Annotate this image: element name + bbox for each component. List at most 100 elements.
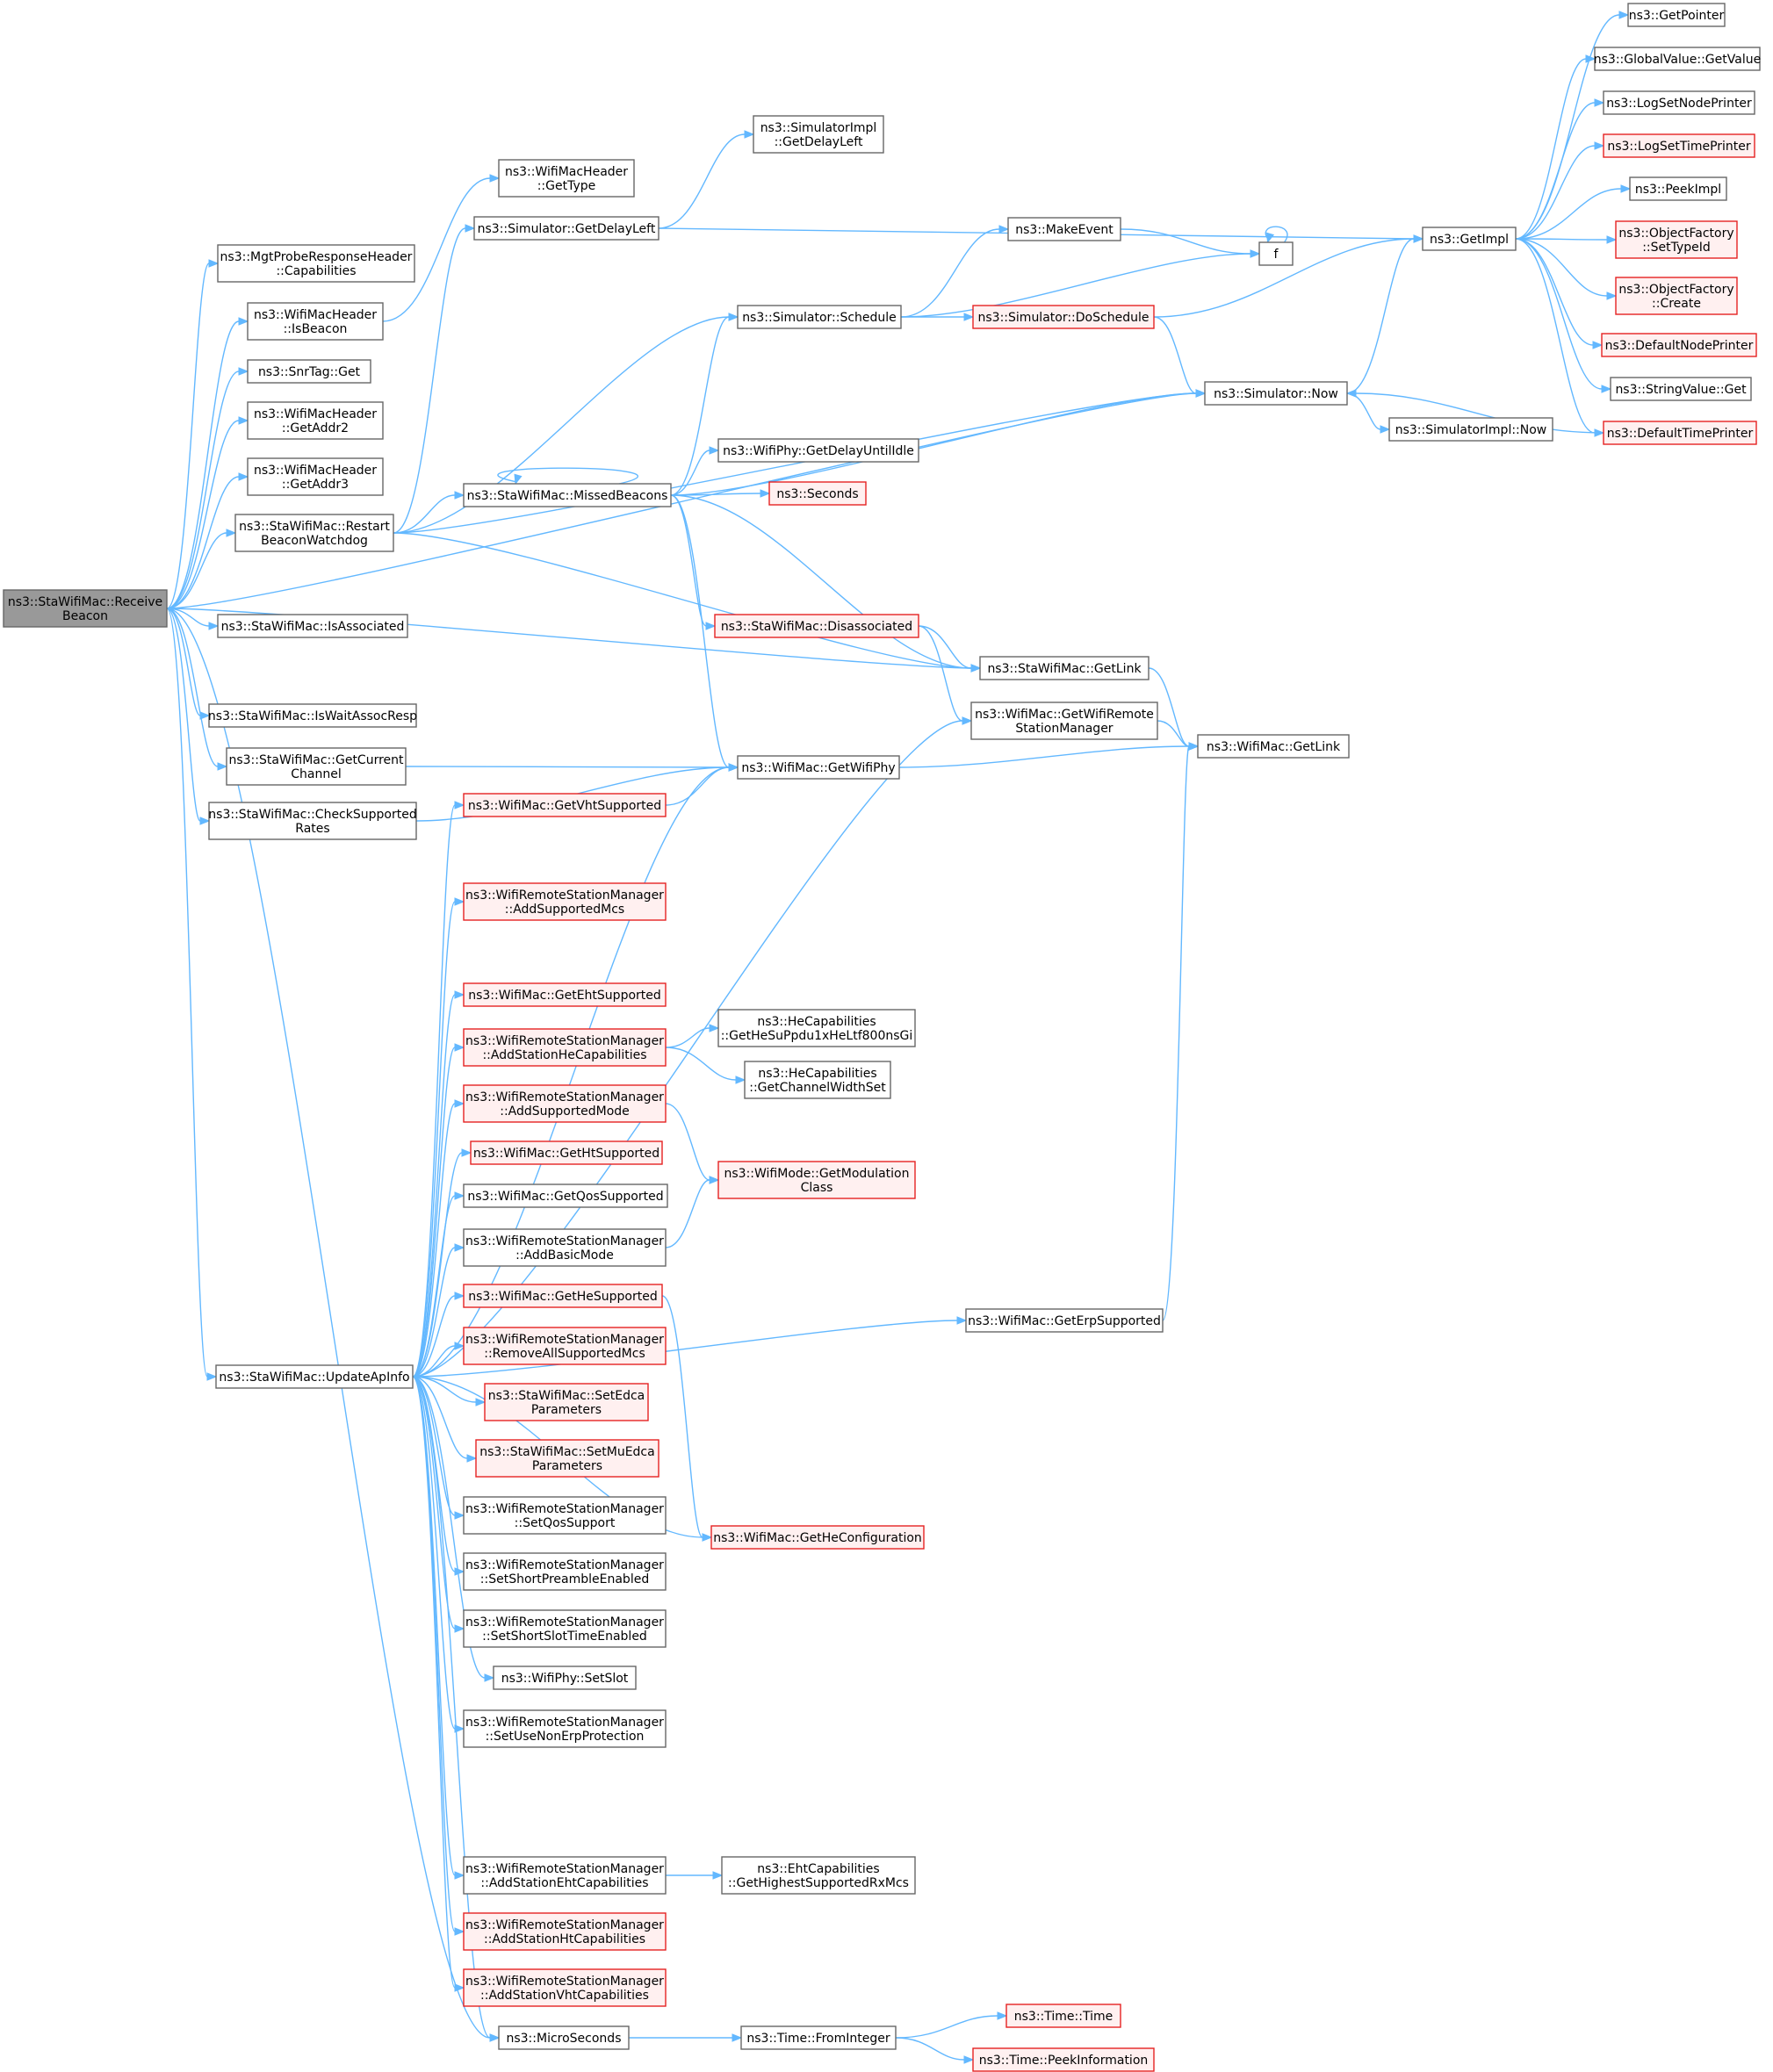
node-box <box>1601 333 1757 357</box>
node-delayidle[interactable]: ns3::WifiPhy::GetDelayUntilIdle <box>717 438 919 463</box>
node-box <box>737 755 900 780</box>
edge-recv-to-isbeacon <box>166 317 249 609</box>
node-iswait[interactable]: ns3::StaWifiMac::IsWaitAssocResp <box>208 703 417 728</box>
edge-addehtcap-to-ehthighest <box>665 1871 724 1880</box>
node-ehthighest[interactable]: ns3::EhtCapabilities::GetHighestSupporte… <box>721 1856 916 1895</box>
node-implnow[interactable]: ns3::SimulatorImpl::Now <box>1388 417 1553 442</box>
node-box <box>1603 90 1755 115</box>
edge-recv-to-getcur <box>166 608 228 771</box>
node-box <box>717 438 919 463</box>
node-mgtcap[interactable]: ns3::MgtProbeResponseHeader::Capabilitie… <box>217 244 415 283</box>
node-geterp[interactable]: ns3::WifiMac::GetErpSupported <box>965 1308 1164 1333</box>
node-updateap[interactable]: ns3::StaWifiMac::UpdateApInfo <box>215 1364 414 1389</box>
node-strget[interactable]: ns3::StringValue::Get <box>1610 377 1752 401</box>
node-box <box>737 305 902 329</box>
edge-addhecap-to-hesuppdu <box>665 1024 720 1048</box>
node-box <box>463 1496 667 1535</box>
node-box <box>463 1327 667 1365</box>
node-addbasic[interactable]: ns3::WifiRemoteStationManager::AddBasicM… <box>463 1228 667 1267</box>
node-box <box>3 589 168 628</box>
node-disassoc[interactable]: ns3::StaWifiMac::Disassociated <box>714 614 919 638</box>
node-getpointer[interactable]: ns3::GetPointer <box>1627 3 1726 27</box>
node-chanwidth[interactable]: ns3::HeCapabilities::GetChannelWidthSet <box>744 1061 891 1099</box>
node-addvhtcap[interactable]: ns3::WifiRemoteStationManager::AddStatio… <box>463 1968 667 2007</box>
node-simimpldelay[interactable]: ns3::SimulatorImpl::GetDelayLeft <box>753 115 884 154</box>
node-box <box>1594 47 1761 71</box>
node-timetime[interactable]: ns3::Time::Time <box>1005 2004 1121 2028</box>
node-removeall[interactable]: ns3::WifiRemoteStationManager::RemoveAll… <box>463 1327 667 1365</box>
node-getvht[interactable]: ns3::WifiMac::GetVhtSupported <box>463 793 667 817</box>
node-simdelay[interactable]: ns3::Simulator::GetDelayLeft <box>473 216 659 241</box>
node-peekimpl[interactable]: ns3::PeekImpl <box>1629 176 1727 201</box>
node-label: ::AddStationHtCapabilities <box>484 1932 645 1946</box>
edge-recv-to-addr2 <box>166 416 249 609</box>
node-setslot[interactable]: ns3::WifiPhy::SetSlot <box>493 1666 637 1690</box>
node-getqos[interactable]: ns3::WifiMac::GetQosSupported <box>463 1183 668 1208</box>
node-addhecap[interactable]: ns3::WifiRemoteStationManager::AddStatio… <box>463 1028 667 1067</box>
node-getht[interactable]: ns3::WifiMac::GetHtSupported <box>470 1140 663 1165</box>
node-defnode[interactable]: ns3::DefaultNodePrinter <box>1601 333 1757 357</box>
node-f[interactable]: f <box>1258 241 1294 266</box>
node-micro[interactable]: ns3::MicroSeconds <box>498 2025 630 2050</box>
node-stagetlink[interactable]: ns3::StaWifiMac::GetLink <box>979 656 1150 680</box>
node-box <box>721 1856 916 1895</box>
edge-updateap-to-getwifiphy <box>412 763 739 1378</box>
node-now[interactable]: ns3::Simulator::Now <box>1204 381 1348 406</box>
node-box <box>768 481 867 506</box>
node-peekinfo[interactable]: ns3::Time::PeekInformation <box>972 2047 1155 2072</box>
node-addr3[interactable]: ns3::WifiMacHeader::GetAddr3 <box>247 457 384 496</box>
node-logtime[interactable]: ns3::LogSetTimePrinter <box>1603 133 1755 158</box>
node-setshortslot[interactable]: ns3::WifiRemoteStationManager::SetShortS… <box>463 1609 667 1648</box>
node-label: Parameters <box>532 1459 602 1473</box>
edge-addbasic-to-modclass <box>665 1176 720 1248</box>
node-label: f <box>1274 248 1279 262</box>
node-addhtcap[interactable]: ns3::WifiRemoteStationManager::AddStatio… <box>463 1912 667 1951</box>
node-isassoc[interactable]: ns3::StaWifiMac::IsAssociated <box>217 614 408 638</box>
node-dosched[interactable]: ns3::Simulator::DoSchedule <box>972 305 1155 329</box>
node-addsupmcs[interactable]: ns3::WifiRemoteStationManager::AddSuppor… <box>463 882 667 921</box>
node-create[interactable]: ns3::ObjectFactory::Create <box>1615 277 1738 315</box>
node-snrget[interactable]: ns3::SnrTag::Get <box>247 359 371 384</box>
node-lognode[interactable]: ns3::LogSetNodePrinter <box>1603 90 1755 115</box>
node-settypeid[interactable]: ns3::ObjectFactory::SetTypeId <box>1615 220 1738 259</box>
edge-updateap-to-getqos <box>412 1191 465 1378</box>
node-getimpl[interactable]: ns3::GetImpl <box>1422 227 1517 251</box>
node-fromint[interactable]: ns3::Time::FromInteger <box>740 2025 897 2050</box>
edge-micro-to-fromint <box>629 2033 743 2042</box>
node-seconds[interactable]: ns3::Seconds <box>768 481 867 506</box>
node-macgetlink[interactable]: ns3::WifiMac::GetLink <box>1197 734 1350 759</box>
node-getremote[interactable]: ns3::WifiMac::GetWifiRemoteStationManage… <box>970 701 1158 740</box>
node-setqos[interactable]: ns3::WifiRemoteStationManager::SetQosSup… <box>463 1496 667 1535</box>
node-box <box>979 656 1150 680</box>
node-gettype[interactable]: ns3::WifiMacHeader::GetType <box>498 159 635 198</box>
node-box <box>972 2047 1155 2072</box>
node-gethe[interactable]: ns3::WifiMac::GetHeSupported <box>463 1284 663 1308</box>
edge-addsupmode-to-modclass <box>665 1103 720 1184</box>
node-isbeacon[interactable]: ns3::WifiMacHeader::IsBeacon <box>247 302 384 341</box>
node-hecfg[interactable]: ns3::WifiMac::GetHeConfiguration <box>710 1525 925 1550</box>
node-addsupmode[interactable]: ns3::WifiRemoteStationManager::AddSuppor… <box>463 1084 667 1123</box>
node-getwifiphy[interactable]: ns3::WifiMac::GetWifiPhy <box>737 755 900 780</box>
node-deftime[interactable]: ns3::DefaultTimePrinter <box>1603 421 1757 445</box>
node-missed[interactable]: ns3::StaWifiMac::MissedBeacons <box>463 483 672 507</box>
node-addehtcap[interactable]: ns3::WifiRemoteStationManager::AddStatio… <box>463 1856 667 1895</box>
node-geteht[interactable]: ns3::WifiMac::GetEhtSupported <box>463 982 667 1007</box>
node-globalget[interactable]: ns3::GlobalValue::GetValue <box>1594 47 1761 71</box>
node-box <box>463 1084 667 1123</box>
node-schedule[interactable]: ns3::Simulator::Schedule <box>737 305 902 329</box>
node-box <box>234 514 394 552</box>
node-setshortpre[interactable]: ns3::WifiRemoteStationManager::SetShortP… <box>463 1552 667 1591</box>
node-makeevent[interactable]: ns3::MakeEvent <box>1007 217 1121 241</box>
node-label: ns3::WifiRemoteStationManager <box>465 1034 664 1048</box>
edge-missed-to-schedule <box>670 313 739 496</box>
node-hesuppdu[interactable]: ns3::HeCapabilities::GetHeSuPpdu1xHeLtf8… <box>717 1009 916 1047</box>
node-setnonerp[interactable]: ns3::WifiRemoteStationManager::SetUseNon… <box>463 1709 667 1748</box>
node-addr2[interactable]: ns3::WifiMacHeader::GetAddr2 <box>247 401 384 440</box>
